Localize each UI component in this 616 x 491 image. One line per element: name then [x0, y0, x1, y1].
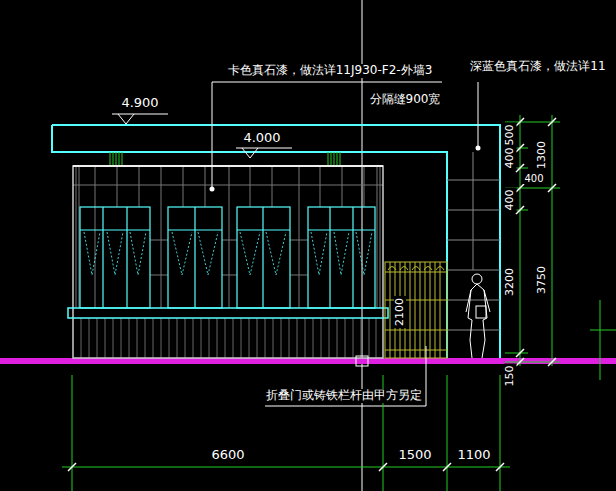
dimension-text: 1300 [536, 139, 548, 171]
dimension-text: 500 [504, 123, 516, 148]
joint-note: 分隔缝900宽 [368, 93, 443, 106]
material-note: 深蓝色真石漆，做法详11 [468, 60, 607, 73]
elevation-mark: 4.900 [119, 96, 160, 110]
dimension-text: 3200 [504, 266, 516, 298]
dimension-text: 400 [504, 146, 516, 171]
dimension-text: 1500 [396, 448, 433, 462]
material-note: 卡色真石漆，做法详11J930-F2-外墙3 [226, 64, 435, 77]
dimension-text: 400 [504, 188, 516, 213]
dimension-text: 150 [504, 364, 516, 389]
dimension-text: 2100 [394, 296, 406, 328]
gate-note: 折叠门或铸铁栏杆由甲方另定 [264, 389, 424, 402]
dimension-text: 6600 [209, 448, 246, 462]
dimension-text: 400 [522, 173, 545, 184]
elevation-mark: 4.000 [241, 131, 282, 145]
dimension-text: 1100 [455, 448, 492, 462]
dimension-text: 3750 [536, 264, 548, 296]
